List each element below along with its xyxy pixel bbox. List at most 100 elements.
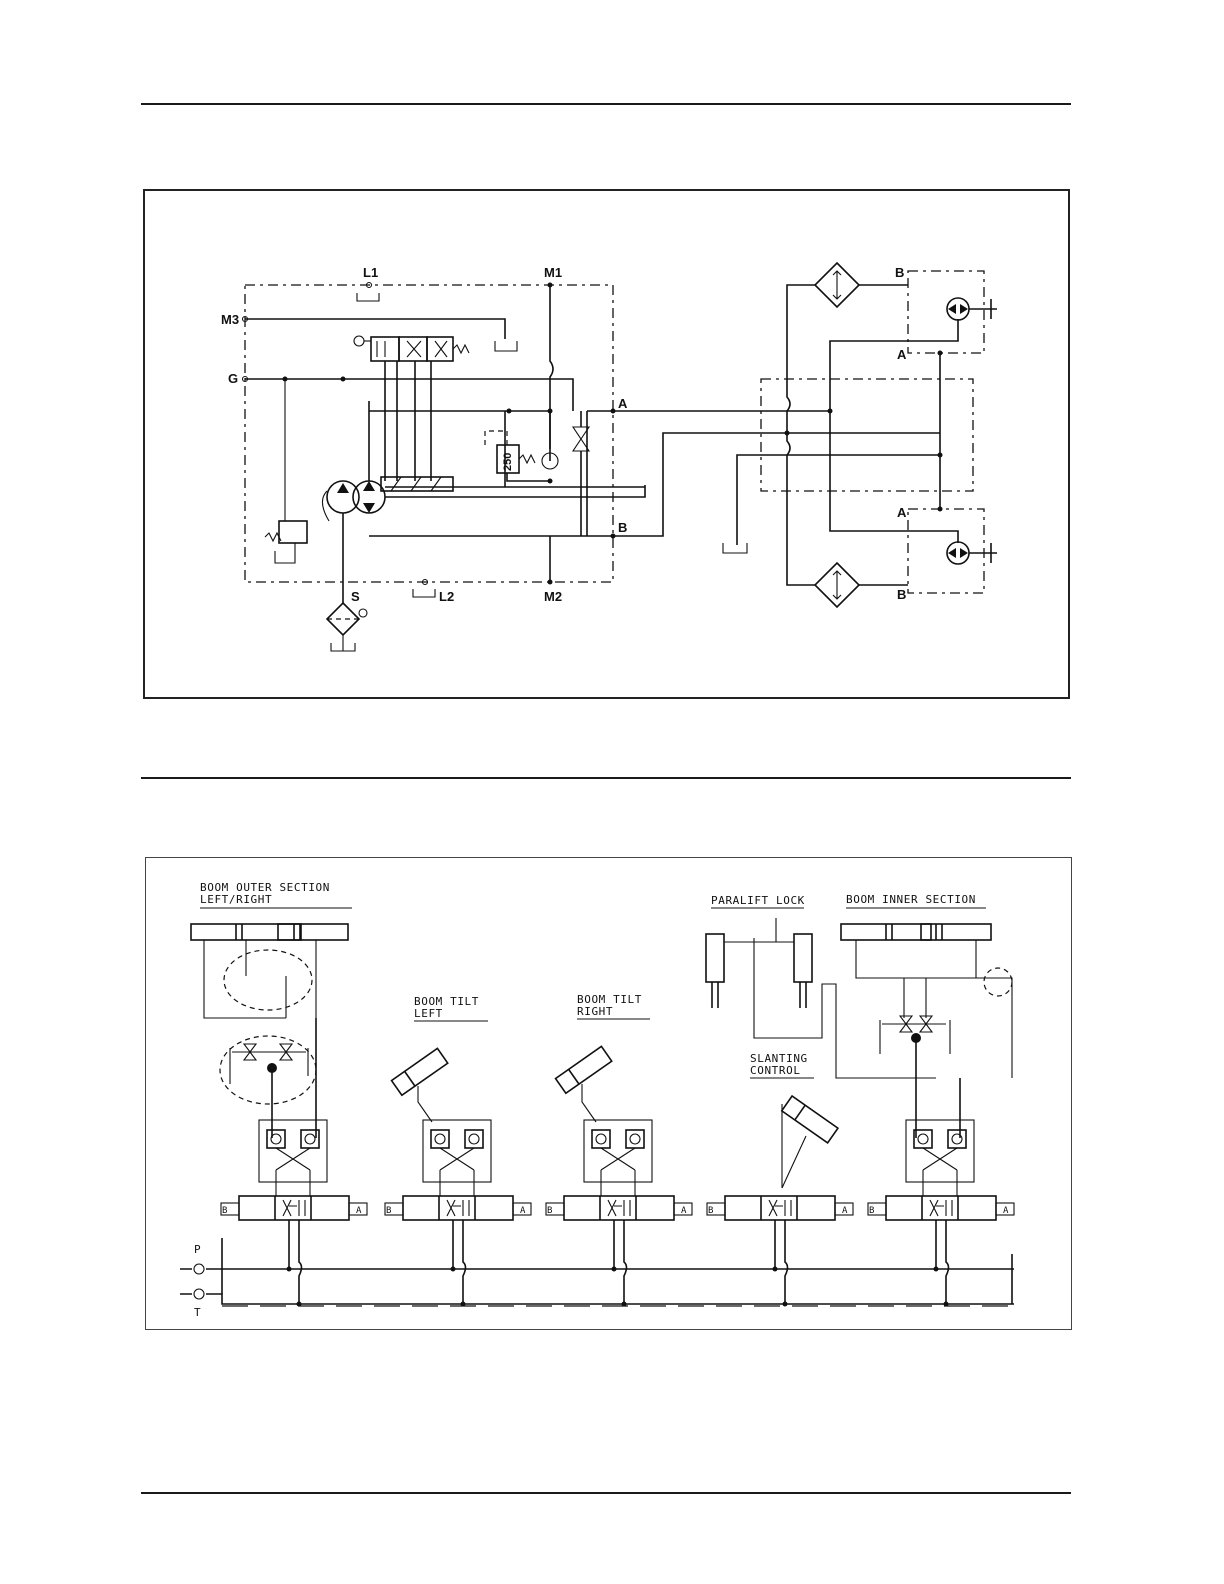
slanting-cylinder-icon bbox=[782, 1096, 838, 1143]
motor-arrow-icon bbox=[948, 304, 968, 314]
motor-arrow-icon bbox=[948, 548, 968, 558]
check-valve-icon bbox=[431, 1130, 449, 1148]
valve-port-a-label: A bbox=[681, 1206, 687, 1216]
junction-dot bbox=[938, 507, 943, 512]
bottom-rule bbox=[141, 1492, 1071, 1494]
motor-bottom-port-a: A bbox=[897, 505, 907, 520]
port-label-s: S bbox=[351, 589, 360, 604]
valve-spool-dividers bbox=[439, 1196, 475, 1220]
check-ball-icon bbox=[271, 1134, 281, 1144]
label-slanting-line2: CONTROL bbox=[750, 1064, 801, 1077]
check-valve-icon bbox=[267, 1130, 285, 1148]
port-b-dot bbox=[611, 534, 616, 539]
pump-circuit-svg: L1 M1 M3 G A B S L2 M2 250 bbox=[145, 191, 1072, 701]
internal-lines bbox=[369, 411, 550, 487]
junction-dot bbox=[297, 1302, 302, 1307]
port-label-l2: L2 bbox=[439, 589, 454, 604]
valve-port-a-label: A bbox=[842, 1206, 848, 1216]
check-ball-icon bbox=[918, 1134, 928, 1144]
check-ball-icon bbox=[952, 1134, 962, 1144]
directional-valve-body bbox=[403, 1196, 513, 1220]
tank-line-top bbox=[180, 1294, 1014, 1304]
boom-circuit-diagram: BOOM OUTER SECTION LEFT/RIGHT PARALIFT L… bbox=[145, 857, 1072, 1330]
pump-circuit-diagram: L1 M1 M3 G A B S L2 M2 250 bbox=[143, 189, 1070, 699]
directional-valve-body bbox=[886, 1196, 996, 1220]
outer-circuit bbox=[204, 940, 316, 1018]
servo-piston-icon bbox=[381, 477, 453, 491]
junction-dot bbox=[828, 409, 833, 414]
cooler-arrows bbox=[833, 571, 841, 599]
check-valve-icon bbox=[948, 1130, 966, 1148]
valve-flow-arrows bbox=[283, 1200, 305, 1216]
valve-supply-lines bbox=[936, 1220, 949, 1304]
valve-arrows bbox=[377, 341, 447, 357]
port-label-m1: M1 bbox=[544, 265, 562, 280]
motor-top-port-b: B bbox=[895, 265, 904, 280]
valve-supply-lines bbox=[289, 1220, 302, 1304]
valve-port-b-label: B bbox=[222, 1206, 228, 1216]
paralift-rods bbox=[712, 982, 806, 1008]
valve-flow-arrows bbox=[930, 1200, 952, 1216]
check-valve-icon bbox=[465, 1130, 483, 1148]
valve-flow-arrows bbox=[608, 1200, 630, 1216]
pump-housing-boundary bbox=[245, 285, 613, 582]
top-rule bbox=[141, 103, 1071, 105]
junction-dot bbox=[938, 351, 943, 356]
valve-spring-icon bbox=[453, 345, 469, 353]
junction-dot bbox=[773, 1267, 778, 1272]
control-valve-box bbox=[427, 337, 453, 361]
tilt-left-line bbox=[418, 1086, 432, 1122]
relief-spring-icon bbox=[519, 455, 535, 463]
cylinder-rods bbox=[236, 924, 300, 940]
tilt-right-cylinder-icon bbox=[556, 1046, 612, 1093]
valve-port-a-label: A bbox=[356, 1206, 362, 1216]
junction-dot bbox=[785, 431, 790, 436]
junction-dot bbox=[783, 1302, 788, 1307]
valve-supply-lines bbox=[775, 1220, 788, 1304]
pump-arrow-icon bbox=[363, 481, 375, 513]
charge-relief-box bbox=[279, 521, 307, 543]
port-label-g: G bbox=[228, 371, 238, 386]
crossover-lines bbox=[276, 1148, 310, 1196]
port-label-b: B bbox=[618, 520, 627, 535]
cooler-piping bbox=[787, 285, 908, 585]
label-tilt-right-line2: RIGHT bbox=[577, 1005, 613, 1018]
bypass-lines bbox=[581, 411, 587, 536]
check-ball-icon bbox=[630, 1134, 640, 1144]
port-label-m2: M2 bbox=[544, 589, 562, 604]
junction-dot bbox=[451, 1267, 456, 1272]
detail-circle bbox=[984, 968, 1012, 996]
motor-valve-block bbox=[761, 379, 973, 491]
valve-control-icon bbox=[354, 336, 364, 346]
junction-dot bbox=[612, 1267, 617, 1272]
boom-circuit-svg: BOOM OUTER SECTION LEFT/RIGHT PARALIFT L… bbox=[146, 858, 1073, 1331]
pump-arrow-icon bbox=[337, 483, 349, 493]
drain-tank-icon bbox=[723, 543, 747, 553]
check-valve-icon bbox=[592, 1130, 610, 1148]
directional-valve-body bbox=[564, 1196, 674, 1220]
m2-port-icon bbox=[548, 580, 553, 585]
directional-valve-body bbox=[725, 1196, 835, 1220]
motor-bottom-port-b: B bbox=[897, 587, 906, 602]
check-ball-icon bbox=[469, 1134, 479, 1144]
cooler-arrows bbox=[833, 271, 841, 299]
check-ball-icon bbox=[596, 1134, 606, 1144]
valve-port-b-label: B bbox=[869, 1206, 875, 1216]
valve-spool-dividers bbox=[761, 1196, 797, 1220]
t-port-icon bbox=[194, 1289, 204, 1299]
inner-cylinder-rods bbox=[886, 924, 942, 940]
m3-line bbox=[245, 319, 505, 339]
supply-header bbox=[222, 1238, 1012, 1304]
pilot-line bbox=[485, 431, 507, 445]
crossover-lines bbox=[601, 1148, 635, 1196]
drain-line bbox=[737, 455, 787, 545]
port-label-a: A bbox=[618, 396, 628, 411]
label-boom-inner: BOOM INNER SECTION bbox=[846, 893, 976, 906]
control-valve-box bbox=[399, 337, 427, 361]
valve-port-a-label: A bbox=[520, 1206, 526, 1216]
label-paralift: PARALIFT LOCK bbox=[711, 894, 805, 907]
tilt-left-cylinder-icon bbox=[392, 1048, 448, 1095]
label-boom-outer-line2: LEFT/RIGHT bbox=[200, 893, 272, 906]
label-tilt-left-line2: LEFT bbox=[414, 1007, 443, 1020]
directional-valve-body bbox=[239, 1196, 349, 1220]
